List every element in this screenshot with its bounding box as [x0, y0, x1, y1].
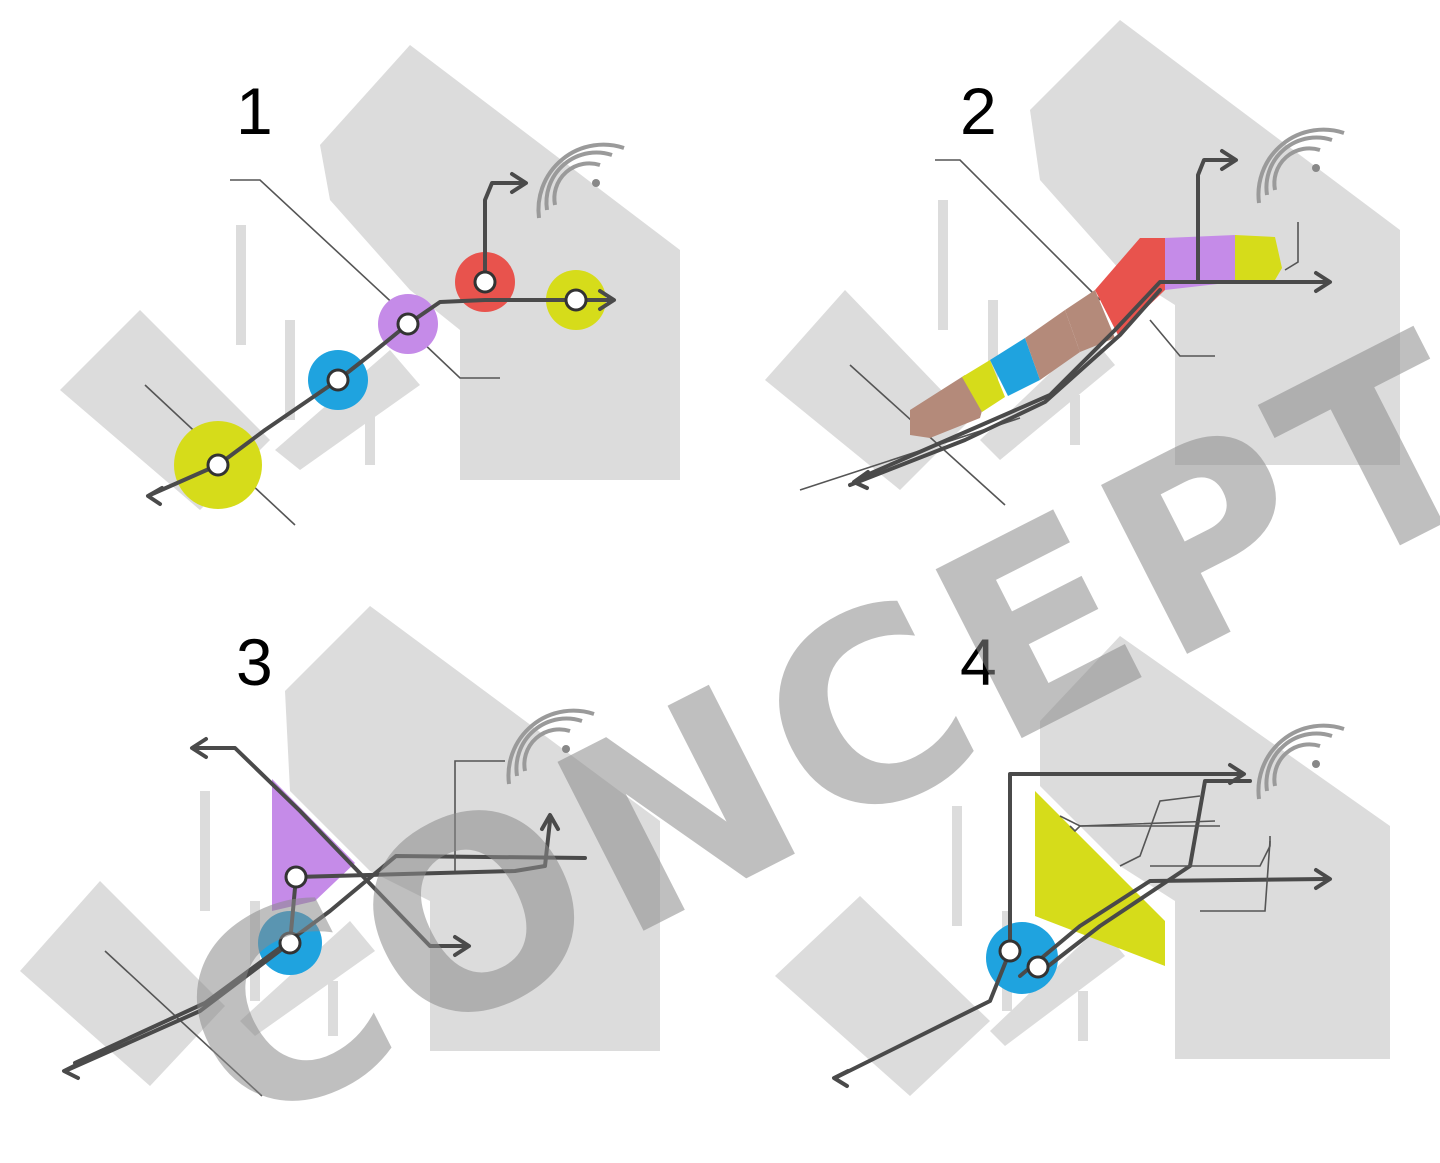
panel-4: 4: [720, 581, 1440, 1162]
arrow-icon: [540, 813, 560, 831]
pillar: [365, 410, 375, 465]
panel-number: 3: [236, 625, 273, 699]
signal-waves-icon: [1256, 723, 1345, 800]
arrow-icon: [1228, 763, 1246, 785]
panel-1: 1: [0, 0, 720, 581]
panel-2: 2: [720, 0, 1440, 581]
arrow-icon: [852, 470, 870, 490]
diagram-3: [20, 606, 660, 1097]
pillar: [285, 320, 295, 420]
signal-waves-icon: [536, 142, 625, 219]
arrow-icon: [1314, 868, 1332, 890]
panel-3: 3: [0, 581, 720, 1162]
panel-number: 4: [960, 625, 997, 699]
arrow-icon: [1220, 149, 1238, 171]
zone-yellow: [1035, 791, 1165, 966]
arrow-icon: [1314, 271, 1332, 293]
diagram-4: [775, 636, 1390, 1096]
diagram-1: [60, 45, 680, 526]
arrow-icon: [62, 1061, 82, 1080]
arrow-icon: [598, 289, 616, 311]
signal-waves-icon: [506, 708, 595, 785]
building-mid: [275, 350, 420, 470]
arrow-icon: [146, 486, 164, 506]
panel-number: 1: [236, 74, 273, 148]
arrow-icon: [453, 935, 471, 957]
panel-number: 2: [960, 74, 997, 148]
diagram-2: [765, 20, 1400, 506]
arrow-icon: [190, 737, 208, 759]
path-line: [148, 298, 614, 497]
signal-waves-icon: [1256, 127, 1345, 204]
arrow-icon: [510, 172, 528, 194]
pillar: [236, 225, 246, 345]
arrow-icon: [832, 1069, 850, 1088]
